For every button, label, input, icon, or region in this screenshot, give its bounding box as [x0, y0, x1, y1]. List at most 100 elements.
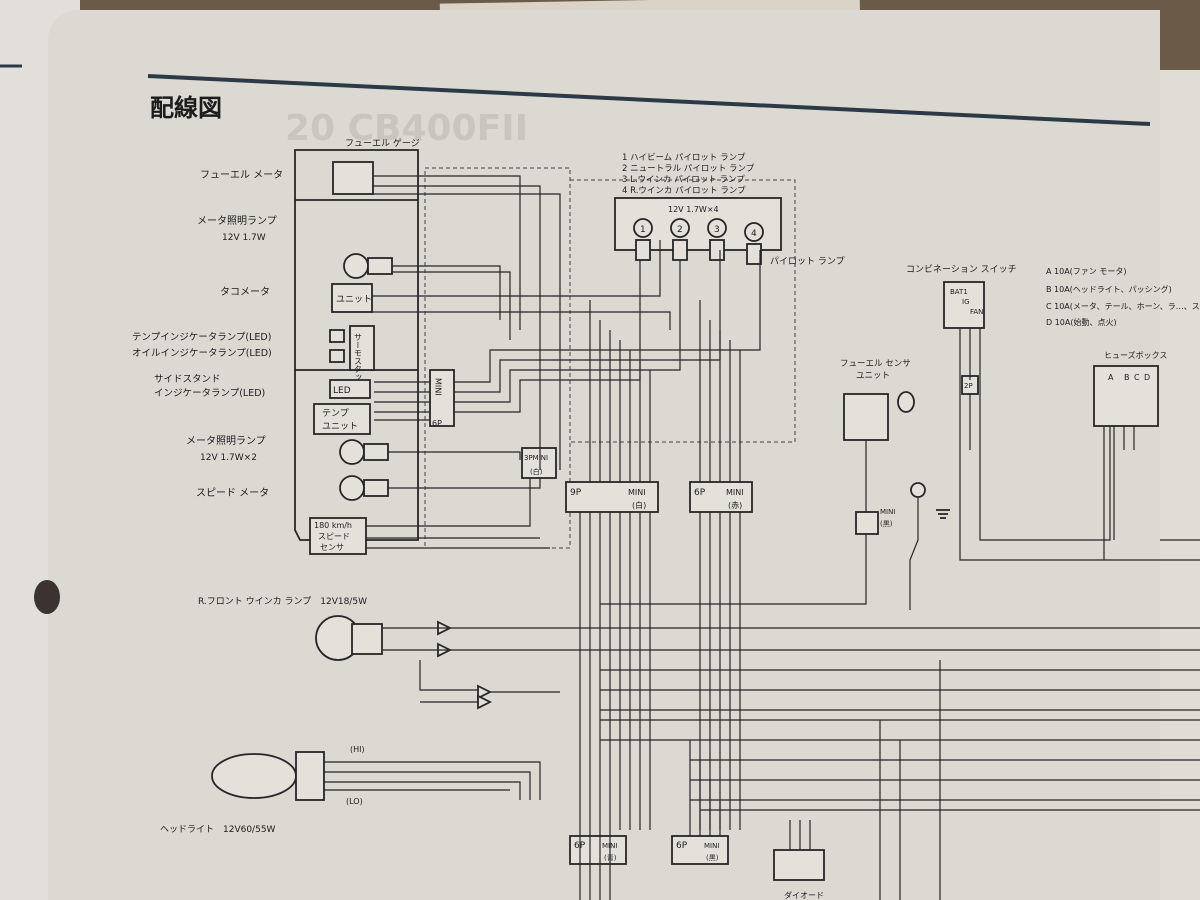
meter-lamp-bulb [343, 253, 369, 279]
fuel-meter-box [332, 161, 374, 195]
tacho-unit-label: ユニット [336, 295, 372, 305]
temp-unit-label-1: テンプ [322, 408, 349, 419]
winker-diode-3 [477, 684, 493, 700]
fuse-letter-b: B [1124, 373, 1130, 382]
headlight-socket [295, 751, 325, 801]
oil-lamp-label: オイルインジケータランプ(LED) [132, 348, 272, 359]
connector-6p-red-mini: MINI [726, 488, 744, 497]
speed-sensor-box [309, 517, 367, 555]
wire-harness [324, 175, 1200, 900]
pilot-num-1: 1 [640, 225, 646, 235]
connector-6p-white-label: 6P [432, 419, 442, 428]
side-stand-label-1: サイドスタンド [154, 374, 221, 385]
pilot-list-1: 1 ハイビーム パイロット ランプ [622, 153, 746, 163]
pilot-socket-1 [635, 239, 651, 261]
connector-9p-color: (白) [632, 500, 646, 510]
pilot-lamp-1 [633, 218, 653, 238]
fuel-sensor-label-2: ユニット [856, 371, 890, 381]
connector-6p-blue-a [569, 835, 627, 865]
pilot-lamp-label: パイロット ランプ [770, 256, 845, 267]
front-winker-socket [351, 623, 383, 655]
connector-3p-mini-label: 3PMINI [524, 454, 548, 462]
connector-6p-red-color: (赤) [728, 501, 742, 510]
fuse-letter-c: C [1134, 373, 1140, 382]
meter-lamp-spec: 12V 1.7W [222, 233, 266, 243]
pilot-socket-4 [746, 243, 762, 265]
connector-9p-label: 9P [570, 488, 582, 498]
connector-6p-white-mini: MINI [434, 378, 443, 396]
pilot-spec: 12V 1.7W×4 [668, 205, 719, 214]
meter-assembly-outline [294, 149, 419, 541]
diode-box [773, 849, 825, 881]
fuel-sensor-box [843, 393, 889, 441]
pilot-lamp-2 [670, 218, 690, 238]
headlight-lo: (LO) [346, 797, 363, 806]
fuse-letter-d: D [1144, 373, 1150, 382]
side-stand-label-2: インジケータランプ(LED) [154, 388, 265, 399]
connector-6p-black-mini: MINI [704, 842, 719, 850]
fuel-sensor-label-1: フューエル センサ [840, 359, 911, 369]
ground-symbol [936, 509, 950, 519]
fuel-gauge-label: フューエル ゲージ [345, 137, 420, 149]
fuse-d-label: D 10A(始動、点火) [1046, 317, 1117, 327]
meter-lamp2-label: メータ照明ランプ [186, 435, 266, 447]
speed-sensor-label-3: センサ [320, 543, 344, 552]
connector-2p-label: 2P [964, 382, 973, 390]
pilot-list-3: 3 L.ウインカ パイロット ランプ [622, 175, 745, 185]
oil-led [329, 349, 345, 363]
dashed-zone-meter [424, 167, 571, 549]
pilot-lamp-4 [744, 222, 764, 242]
pilot-list-4: 4 R.ウインカ パイロット ランプ [622, 186, 746, 196]
tacho-label: タコメータ [220, 286, 270, 298]
pilot-lamp-3 [707, 218, 727, 238]
meter-lamp2-bulb-a [339, 439, 365, 465]
connector-9p-white [565, 481, 659, 513]
combo-switch-box [943, 281, 985, 329]
connector-mini-black-color: (黒) [880, 520, 893, 528]
ghost-model-text: 20 CB400FII [285, 108, 528, 149]
page-title: 配線図 [150, 94, 222, 122]
dashed-zone-pilot [569, 179, 796, 443]
ground-terminal [910, 482, 926, 498]
pilot-num-3: 3 [714, 225, 720, 235]
temp-unit-box [313, 403, 371, 435]
switch-pin-fan: FAN [970, 308, 983, 316]
connector-6p-black-color: (黒) [706, 854, 719, 862]
side-stand-led-text: LED [333, 386, 351, 396]
temp-led [329, 329, 345, 343]
temp-unit-label-2: ユニット [322, 422, 358, 432]
header-rule [147, 74, 1151, 126]
meter-lamp2-socket-a [363, 443, 389, 461]
connector-6p-black-label: 6P [676, 841, 688, 851]
thermostat-label: サーモスタット [354, 333, 363, 389]
pilot-socket-2 [672, 239, 688, 261]
combo-switch-label: コンビネーション スイッチ [906, 264, 1017, 275]
tacho-unit-box [331, 283, 373, 313]
fuel-meter-label: フューエル メータ [200, 169, 283, 181]
speed-sensor-label-1: 180 km/h [314, 521, 352, 530]
headlight-hi: (HI) [350, 745, 365, 754]
winker-diode-4 [477, 694, 493, 710]
fuse-box-label: ヒューズボックス [1104, 350, 1167, 360]
switch-pin-ig: IG [962, 298, 970, 306]
headlight-label: ヘッドライト 12V60/55W [160, 824, 276, 835]
fuse-c-label: C 10A(メータ、テール、ホーン、ラ…、ストップ) [1046, 302, 1200, 311]
speed-sensor-label-2: スピード [318, 532, 350, 541]
meter-lamp-socket [367, 257, 393, 275]
pilot-num-4: 4 [751, 229, 757, 239]
connector-3p-mini-color: (白) [530, 467, 543, 476]
meter-lamp-label: メータ照明ランプ [197, 215, 277, 227]
pilot-num-2: 2 [677, 225, 683, 235]
switch-pin-bat: BAT1 [950, 288, 968, 296]
meter-lamp2-bulb-b [339, 475, 365, 501]
connector-6p-red [689, 481, 753, 513]
temp-lamp-label: テンプインジケータランプ(LED) [132, 332, 271, 343]
connector-mini-black [855, 511, 879, 535]
pilot-socket-3 [709, 239, 725, 261]
fuse-letter-a: A [1108, 373, 1114, 382]
meter-lamp2-socket-b [363, 479, 389, 497]
front-winker-label: R.フロント ウインカ ランプ 12V18/5W [198, 596, 367, 607]
headlight-bulb [211, 753, 297, 799]
